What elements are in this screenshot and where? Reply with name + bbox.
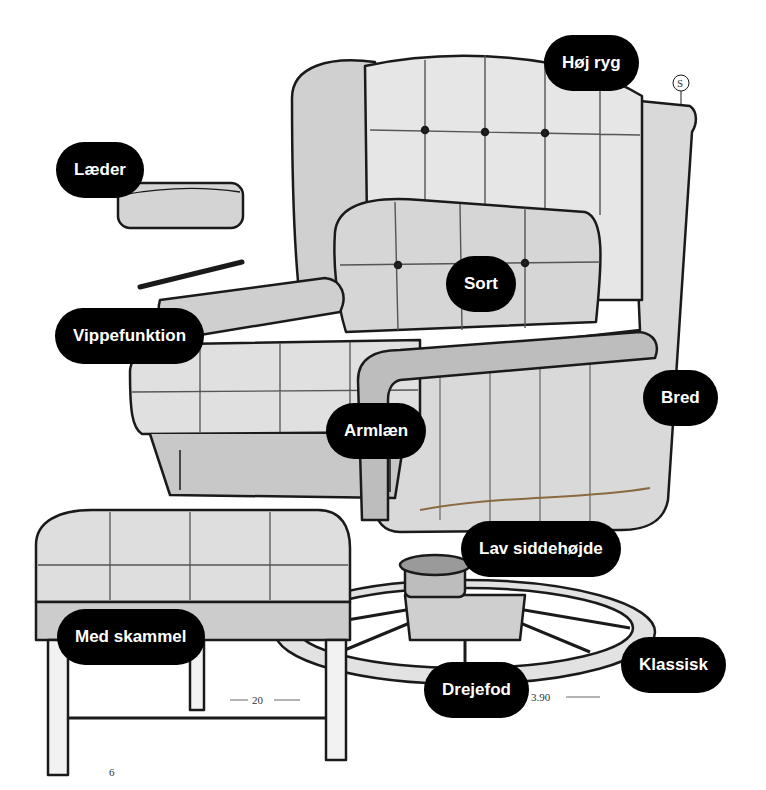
feature-label: Drejefod (442, 680, 511, 700)
feature-pill: Bred (643, 370, 718, 426)
feature-pill: Armlæn (326, 403, 426, 459)
feature-pill: Drejefod (424, 662, 529, 718)
sketch-mark: 3.90 (531, 691, 550, 703)
feature-label: Lav siddehøjde (479, 539, 603, 559)
feature-label: Armlæn (344, 421, 408, 441)
feature-pill: Vippefunktion (55, 308, 204, 364)
feature-label: Vippefunktion (73, 326, 186, 346)
feature-label: Høj ryg (562, 53, 621, 73)
feature-label: Bred (661, 388, 700, 408)
sketch-mark: 6 (109, 766, 115, 778)
feature-pill: Høj ryg (544, 35, 639, 91)
feature-pill: Sort (446, 256, 516, 312)
sketch-mark: S (677, 77, 683, 89)
feature-pill: Klassisk (621, 637, 726, 693)
feature-label: Klassisk (639, 655, 708, 675)
feature-pill: Lav siddehøjde (461, 521, 621, 577)
sketch-mark: 20 (252, 694, 263, 706)
feature-label: Med skammel (75, 627, 187, 647)
feature-label: Læder (74, 160, 126, 180)
feature-label: Sort (464, 274, 498, 294)
feature-pill: Med skammel (57, 609, 205, 665)
feature-pill: Læder (56, 142, 144, 198)
